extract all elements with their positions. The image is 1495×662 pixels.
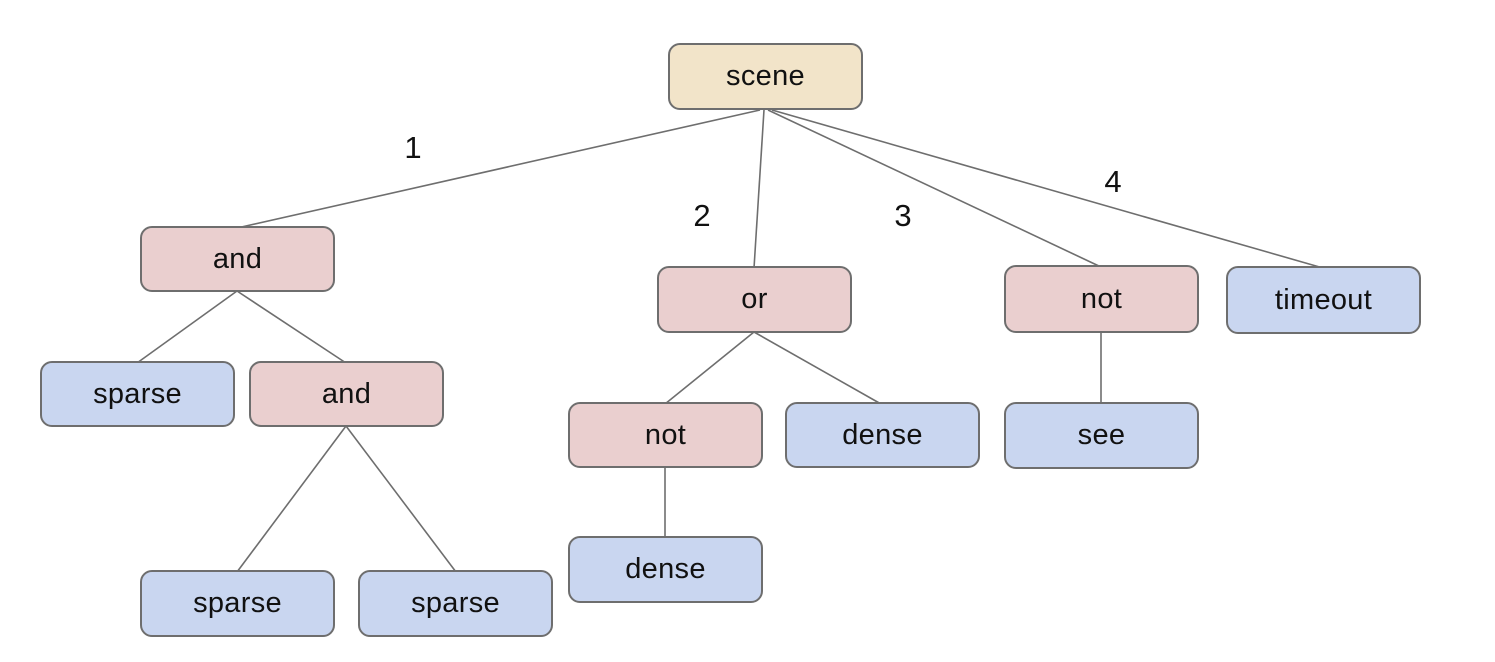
edge-label-4: 4 [1104,164,1122,199]
edge-scene-and [236,109,761,229]
node-or: or [657,266,852,333]
edge-scene-not [767,109,1102,268]
node-sparse-1: sparse [40,361,235,427]
edge-scene-or [753,109,765,269]
edge-and-and [236,290,347,364]
edge-or-not [664,331,755,405]
node-sparse-3: sparse [358,570,553,637]
edge-and2-sparse-left [236,425,347,573]
node-see: see [1004,402,1199,469]
node-and-1: and [140,226,335,292]
edge-label-3: 3 [894,198,912,233]
node-and-2: and [249,361,444,427]
node-scene-root: scene [668,43,863,110]
edge-scene-timeout [771,109,1324,269]
node-dense-2: dense [568,536,763,603]
node-dense-1: dense [785,402,980,468]
node-sparse-2: sparse [140,570,335,637]
node-not-1: not [1004,265,1199,333]
edge-or-dense [753,331,882,405]
edge-and-sparse [136,290,238,364]
edge-label-1: 1 [404,130,422,165]
node-timeout: timeout [1226,266,1421,334]
edge-label-2: 2 [693,198,711,233]
node-not-2: not [568,402,763,468]
edge-and2-sparse-right [345,425,457,573]
